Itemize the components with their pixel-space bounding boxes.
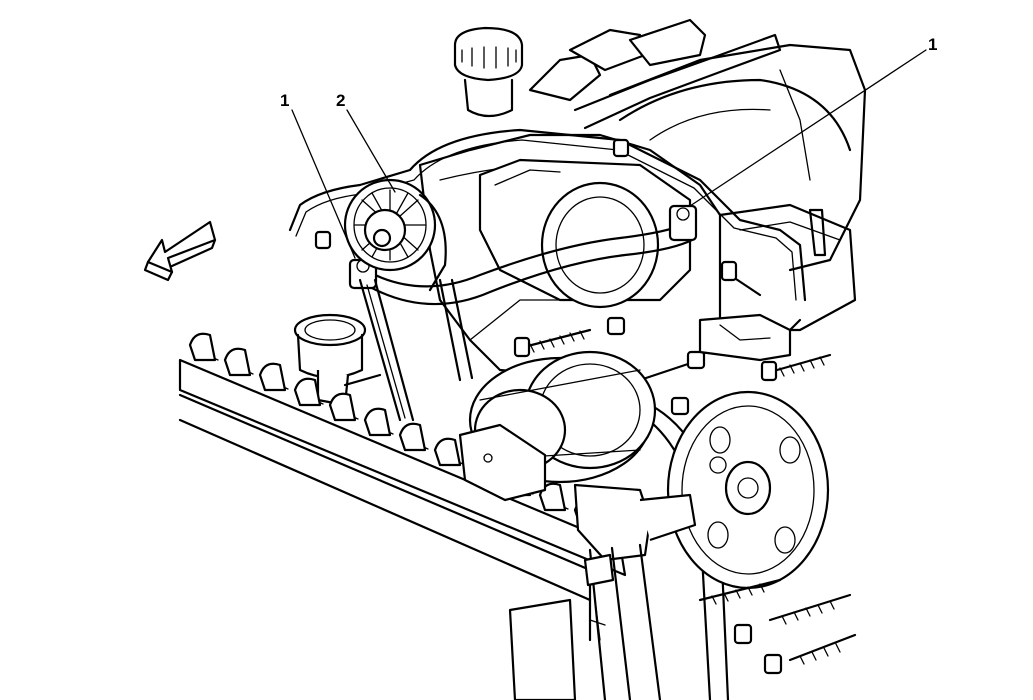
callout-label-1-left: 1 — [280, 91, 290, 110]
wiring-harness — [528, 18, 782, 130]
leader-lines — [291, 49, 927, 259]
vacuum-tube — [288, 128, 807, 302]
throttle-body — [478, 158, 692, 309]
upper-radiator-hose — [458, 423, 697, 700]
coolant-hose — [348, 204, 698, 306]
leader-line-2 — [346, 109, 396, 193]
power-steering-pulley — [666, 390, 830, 590]
callout-label-1-right: 1 — [928, 35, 938, 54]
front-direction-arrow-icon — [143, 220, 217, 282]
tensioner-pulley — [343, 178, 447, 292]
sensor-bracket — [698, 313, 802, 362]
oil-fill-cap — [453, 26, 524, 118]
bolts — [314, 138, 857, 675]
leader-line-1-left — [291, 109, 356, 259]
callout-label-2: 2 — [336, 91, 346, 110]
leader-line-1-right — [689, 49, 927, 207]
